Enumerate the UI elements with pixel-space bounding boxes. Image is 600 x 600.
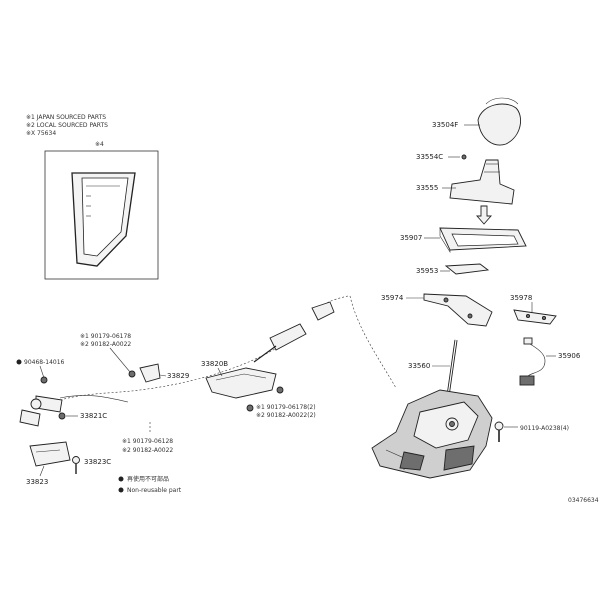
callout-b-bolt	[246, 404, 254, 412]
shift-switch-part	[513, 309, 557, 325]
label-33554C: 33554C	[416, 153, 443, 161]
label-33504F: 33504F	[432, 121, 458, 129]
shift-cable-part	[253, 301, 335, 363]
callout-c-line-1: ※1 90179-06128	[122, 438, 173, 445]
label-90468: 90468-14016	[24, 359, 65, 366]
callout-a-line-2: ※2 90182-A0022	[80, 341, 131, 348]
bracket-clip-part	[276, 386, 284, 394]
legend-line-2: ※2 LOCAL SOURCED PARTS	[26, 122, 108, 129]
callout-a-bolt	[128, 370, 136, 378]
non-reusable-marker-icon	[16, 359, 22, 365]
label-33820B: 33820B	[201, 360, 228, 368]
callout-b-line-2: ※2 90182-A0022(2)	[256, 412, 316, 419]
callout-a-line-1: ※1 90179-06178	[80, 333, 131, 340]
label-35953: 35953	[416, 267, 438, 275]
inset-frame	[44, 150, 159, 280]
indicator-plate-part	[444, 263, 490, 275]
shift-lever-housing-part	[371, 389, 493, 479]
legend-line-3: ※X 75634	[26, 130, 56, 137]
label-35906: 35906	[558, 352, 581, 360]
label-33821C: 33821C	[80, 412, 107, 420]
label-33823C: 33823C	[84, 458, 111, 466]
cable-clip-part	[139, 363, 161, 383]
support-bolt-part	[72, 456, 80, 474]
label-33555: 33555	[416, 184, 438, 192]
note-line-2: Non-reusable part	[127, 487, 182, 494]
cable-bracket-part	[205, 367, 277, 399]
housing-bolt-part	[494, 421, 504, 442]
label-35978: 35978	[510, 294, 532, 302]
callout-c-line-2: ※2 90182-A0022	[122, 447, 173, 454]
note-marker-1-icon	[118, 476, 124, 482]
clip-90468-part	[40, 376, 48, 384]
callout-b-line-1: ※1 90179-06178(2)	[256, 404, 316, 411]
lever-bracket-part	[423, 293, 493, 327]
label-35974: 35974	[381, 294, 404, 302]
clip-part	[461, 154, 467, 160]
shift-knob-part	[477, 97, 522, 146]
console-bezel-part	[439, 227, 527, 254]
console-panel-illustration	[71, 172, 136, 267]
label-33560: 33560	[408, 362, 430, 370]
shift-boot-part	[449, 159, 515, 205]
figure-code: 03476634	[568, 497, 599, 504]
cable-end-part	[19, 395, 129, 427]
assembly-arrow-icon	[476, 205, 492, 225]
wire-harness-part	[519, 337, 546, 386]
note-line-1: 再使用不可部品	[127, 475, 169, 483]
inset-label: ※4	[95, 141, 104, 148]
label-33829: 33829	[167, 372, 189, 380]
note-marker-2-icon	[118, 487, 124, 493]
label-90119: 90119-A0238(4)	[520, 425, 569, 432]
legend-line-1: ※1 JAPAN SOURCED PARTS	[26, 114, 106, 121]
label-33823: 33823	[26, 478, 48, 486]
label-35907: 35907	[400, 234, 422, 242]
cable-support-bracket-part	[29, 441, 71, 467]
